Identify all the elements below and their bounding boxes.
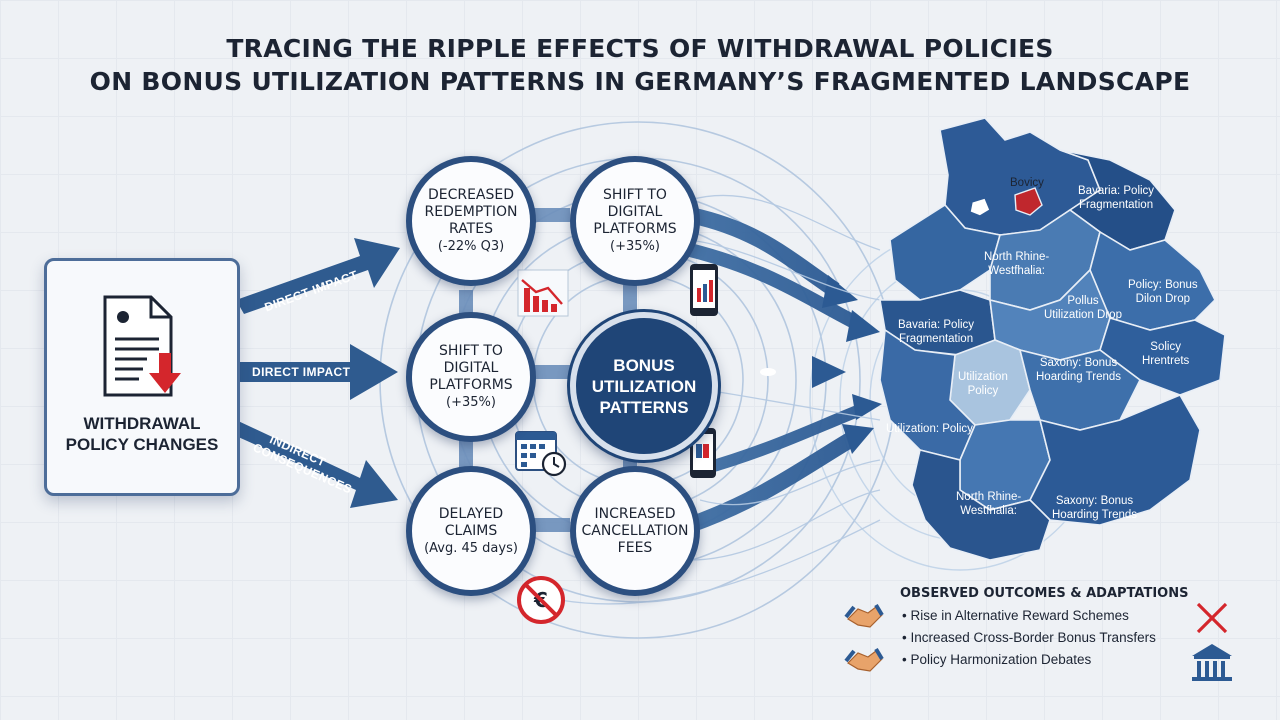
node-shift-digital-top: SHIFT TO DIGITAL PLATFORMS (+35%) <box>570 156 700 286</box>
outcomes-title: OBSERVED OUTCOMES & ADAPTATIONS <box>900 586 1189 601</box>
handshake-icon-2 <box>844 647 884 672</box>
map-label-e: Pollus Utilization Drop <box>1044 295 1122 321</box>
map-region-alert <box>1014 187 1043 216</box>
map-highlights <box>969 187 1043 217</box>
policy-changes-box: WITHDRAWAL POLICY CHANGES <box>44 258 240 496</box>
map-label-k: North Rhine- Westfhalia: <box>956 491 1022 517</box>
institution-icon <box>1192 644 1232 681</box>
node-bonus-utilization-center: BONUS UTILIZATION PATTERNS <box>570 312 718 460</box>
map-label-j: Utilization: Policy <box>886 423 973 435</box>
smartphone-icon <box>690 428 716 478</box>
page-title: TRACING THE RIPPLE EFFECTS OF WITHDRAWAL… <box>0 32 1280 98</box>
map-region-small <box>969 197 991 217</box>
map-label-f: Bavaria: Policy Fragmentation <box>898 319 975 345</box>
map-label-c: North Rhine- Westfhalia: <box>984 251 1050 277</box>
map-label-l: Saxony: Bonus Hoarding Trends <box>1052 495 1138 521</box>
no-euro-icon: € <box>517 576 565 624</box>
impact-arrows <box>236 238 400 508</box>
close-cross-icon <box>1196 602 1228 634</box>
flow-arrowheads <box>812 275 882 454</box>
map-label-h: Saxony: Bonus Hoarding Trends <box>1036 357 1122 383</box>
map-label-b: Bavaria: Policy Fragmentation <box>1078 185 1155 211</box>
node-shift-digital-mid: SHIFT TO DIGITAL PLATFORMS (+35%) <box>406 312 536 442</box>
bar-chart-down-icon <box>517 269 569 317</box>
arrow-top <box>236 238 400 314</box>
title-line-2: ON BONUS UTILIZATION PATTERNS IN GERMANY… <box>89 67 1191 96</box>
flow-lines <box>559 194 881 605</box>
policy-changes-label: WITHDRAWAL POLICY CHANGES <box>65 414 219 454</box>
title-line-1: TRACING THE RIPPLE EFFECTS OF WITHDRAWAL… <box>226 34 1054 63</box>
map-label-g: Solicy Hrentrets <box>1142 341 1190 367</box>
node-decreased-redemption: DECREASED REDEMPTION RATES (-22% Q3) <box>406 156 536 286</box>
map-label-d: Policy: Bonus Dilon Drop <box>1128 279 1198 305</box>
map-region-south <box>911 449 1051 561</box>
node-cancellation-fees: INCREASED CANCELLATION FEES <box>570 466 700 596</box>
map-label-a: Bovicy <box>1010 177 1044 189</box>
arrow-bottom <box>236 420 398 508</box>
map-marker-icon <box>760 368 776 376</box>
policy-document-icon <box>103 295 181 397</box>
outcome-item-1: • Rise in Alternative Reward Schemes <box>902 608 1129 623</box>
map-label-i: Utilization Policy <box>958 371 1008 397</box>
smartphone-chart-icon <box>690 264 718 316</box>
node-delayed-claims: DELAYED CLAIMS (Avg. 45 days) <box>406 466 536 596</box>
calendar-clock-icon <box>515 431 567 477</box>
handshake-icon <box>844 603 884 628</box>
arrow-label-middle: DIRECT IMPACT <box>252 365 351 379</box>
outcome-item-2: • Increased Cross-Border Bonus Transfers <box>902 630 1156 645</box>
map-region-southeast <box>1029 393 1201 526</box>
outcome-item-3: • Policy Harmonization Debates <box>902 652 1092 667</box>
germany-map <box>879 117 1226 561</box>
arrow-middle <box>236 344 398 400</box>
